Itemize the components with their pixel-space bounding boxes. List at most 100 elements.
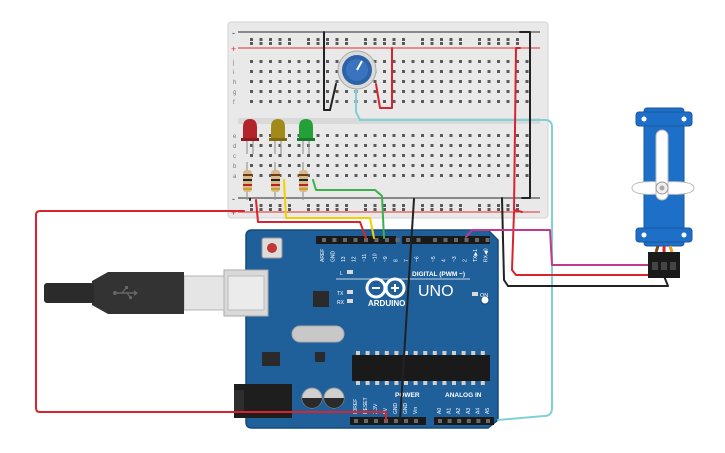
digital-pin[interactable] [454, 238, 458, 242]
breadboard-hole[interactable] [316, 90, 320, 93]
digital-pin[interactable] [433, 238, 437, 242]
breadboard-hole[interactable] [468, 80, 472, 83]
rail-hole[interactable] [497, 204, 500, 207]
breadboard-hole[interactable] [506, 70, 510, 73]
breadboard-hole[interactable] [468, 90, 472, 93]
breadboard-hole[interactable] [487, 134, 491, 137]
breadboard-hole[interactable] [516, 174, 519, 177]
potentiometer[interactable] [337, 50, 377, 90]
rail-hole[interactable] [516, 42, 519, 45]
rail-hole[interactable] [250, 42, 253, 45]
breadboard-hole[interactable] [449, 164, 453, 167]
breadboard-hole[interactable] [449, 134, 453, 137]
breadboard-hole[interactable] [506, 144, 510, 147]
rail-hole[interactable] [250, 204, 253, 207]
breadboard-hole[interactable] [430, 134, 434, 137]
breadboard-hole[interactable] [269, 144, 272, 147]
resistor-1[interactable] [243, 162, 252, 200]
breadboard-hole[interactable] [373, 174, 377, 177]
breadboard-hole[interactable] [364, 90, 367, 93]
breadboard-hole[interactable] [478, 90, 481, 93]
rail-hole[interactable] [392, 208, 396, 211]
breadboard-hole[interactable] [487, 164, 491, 167]
breadboard-hole[interactable] [259, 60, 263, 63]
breadboard-hole[interactable] [506, 134, 510, 137]
breadboard-hole[interactable] [373, 164, 377, 167]
breadboard-hole[interactable] [525, 174, 529, 177]
breadboard-hole[interactable] [411, 100, 415, 103]
breadboard-hole[interactable] [487, 154, 491, 157]
breadboard-hole[interactable] [506, 100, 510, 103]
rail-hole[interactable] [421, 204, 424, 207]
breadboard-hole[interactable] [297, 80, 301, 83]
rail-hole[interactable] [402, 208, 405, 211]
rail-hole[interactable] [516, 208, 519, 211]
breadboard-hole[interactable] [250, 90, 253, 93]
breadboard-hole[interactable] [326, 174, 329, 177]
breadboard-hole[interactable] [373, 100, 377, 103]
breadboard-hole[interactable] [326, 154, 329, 157]
breadboard-hole[interactable] [269, 60, 272, 63]
breadboard-hole[interactable] [468, 144, 472, 147]
digital-pin[interactable] [406, 238, 410, 242]
breadboard-hole[interactable] [364, 100, 367, 103]
rail-hole[interactable] [449, 208, 453, 211]
breadboard-hole[interactable] [326, 134, 329, 137]
breadboard-hole[interactable] [278, 164, 282, 167]
breadboard-hole[interactable] [392, 174, 396, 177]
breadboard-hole[interactable] [297, 90, 301, 93]
breadboard-hole[interactable] [364, 144, 367, 147]
breadboard-hole[interactable] [345, 90, 348, 93]
breadboard-hole[interactable] [383, 70, 386, 73]
digital-pin[interactable] [464, 238, 469, 242]
breadboard-hole[interactable] [335, 144, 339, 147]
breadboard-hole[interactable] [278, 90, 282, 93]
breadboard-hole[interactable] [364, 164, 367, 167]
breadboard-hole[interactable] [297, 154, 301, 157]
rail-hole[interactable] [459, 208, 462, 211]
breadboard-hole[interactable] [459, 174, 462, 177]
rail-hole[interactable] [259, 204, 263, 207]
breadboard-hole[interactable] [468, 164, 472, 167]
wire-rail-black-top-bottom[interactable] [519, 31, 531, 199]
breadboard-hole[interactable] [525, 164, 529, 167]
rail-hole[interactable] [459, 204, 462, 207]
breadboard-hole[interactable] [316, 174, 320, 177]
breadboard-hole[interactable] [411, 134, 415, 137]
breadboard-hole[interactable] [402, 100, 405, 103]
power-pin[interactable] [394, 419, 398, 423]
breadboard-hole[interactable] [259, 90, 263, 93]
breadboard-hole[interactable] [326, 60, 329, 63]
breadboard-hole[interactable] [459, 164, 462, 167]
breadboard-hole[interactable] [525, 154, 529, 157]
breadboard-hole[interactable] [449, 144, 453, 147]
rail-hole[interactable] [373, 208, 377, 211]
breadboard-hole[interactable] [288, 164, 291, 167]
rail-hole[interactable] [364, 204, 367, 207]
breadboard-hole[interactable] [440, 154, 443, 157]
breadboard-hole[interactable] [478, 164, 481, 167]
breadboard-hole[interactable] [297, 164, 301, 167]
breadboard-hole[interactable] [383, 90, 386, 93]
rail-hole[interactable] [516, 204, 519, 207]
rail-hole[interactable] [440, 204, 443, 207]
breadboard-hole[interactable] [449, 80, 453, 83]
breadboard-hole[interactable] [326, 144, 329, 147]
breadboard-hole[interactable] [430, 100, 434, 103]
rail-hole[interactable] [487, 38, 491, 41]
breadboard-hole[interactable] [269, 70, 272, 73]
rail-hole[interactable] [335, 204, 339, 207]
rail-hole[interactable] [345, 38, 348, 41]
breadboard-hole[interactable] [487, 174, 491, 177]
breadboard-hole[interactable] [497, 80, 500, 83]
breadboard-hole[interactable] [259, 164, 263, 167]
breadboard-hole[interactable] [269, 80, 272, 83]
breadboard-hole[interactable] [316, 80, 320, 83]
rail-hole[interactable] [421, 208, 424, 211]
breadboard-hole[interactable] [421, 154, 424, 157]
breadboard-hole[interactable] [345, 144, 348, 147]
breadboard-hole[interactable] [288, 174, 291, 177]
breadboard-hole[interactable] [259, 70, 263, 73]
breadboard-hole[interactable] [487, 60, 491, 63]
breadboard-hole[interactable] [335, 90, 339, 93]
